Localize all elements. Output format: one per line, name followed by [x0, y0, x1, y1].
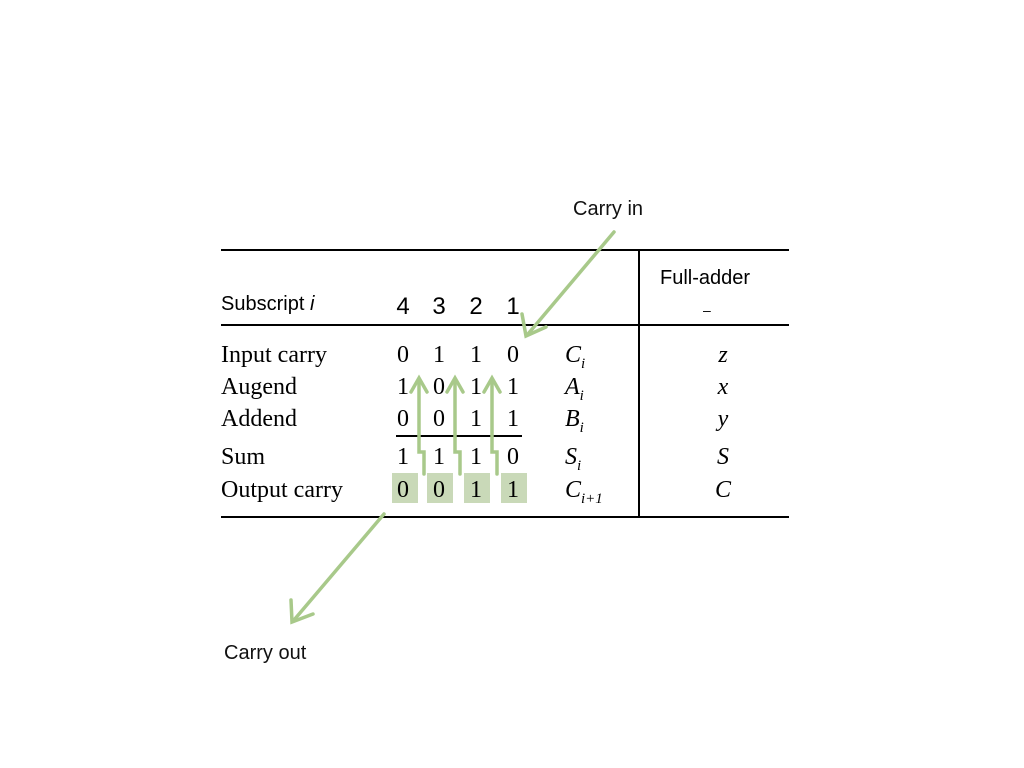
row-label-addend: Addend — [221, 406, 297, 432]
carry-out-arrow — [292, 512, 386, 622]
table-cell: 1 — [507, 406, 519, 432]
row-label-sum: Sum — [221, 444, 266, 470]
symbol-base: A — [565, 374, 580, 400]
table-cell: 0 — [507, 444, 519, 470]
subscript-variable: i — [309, 293, 315, 315]
table-cell: 1 — [507, 477, 519, 503]
symbol-base: C — [565, 342, 582, 368]
symbol-si: Si — [565, 444, 581, 475]
table-cell: 0 — [397, 477, 409, 503]
table-cell: 0 — [433, 374, 445, 400]
full-adder-var-z: z — [718, 342, 728, 368]
full-adder-var-s: S — [717, 444, 729, 470]
symbol-base: S — [565, 444, 577, 470]
table-cell: 0 — [507, 342, 519, 368]
full-adder-header: Full-adder — [660, 267, 751, 289]
symbol-subscript: i — [579, 419, 584, 436]
table-cell: 1 — [470, 374, 482, 400]
carry-in-arrow — [526, 230, 616, 336]
table-cell: 1 — [470, 406, 482, 432]
symbol-subscript: i — [577, 457, 582, 474]
table-cell: 1 — [470, 477, 482, 503]
column-header-1: 1 — [506, 293, 520, 320]
subscript-header: Subscript i — [221, 293, 314, 316]
full-adder-var-x: x — [717, 374, 729, 400]
symbol-subscript: i — [581, 355, 586, 372]
table-cell: 1 — [397, 374, 409, 400]
table-top-rule — [221, 249, 789, 251]
symbol-ai: Ai — [565, 374, 584, 405]
sum-underline — [396, 435, 522, 437]
table-cell: 0 — [397, 342, 409, 368]
row-label-augend: Augend — [221, 374, 297, 400]
table-bottom-rule — [221, 516, 789, 518]
column-divider — [638, 249, 640, 518]
highlight-box — [427, 473, 453, 503]
column-header-4: 4 — [396, 293, 410, 320]
symbol-subscript: i — [579, 387, 584, 404]
table-cell: 0 — [433, 477, 445, 503]
column-header-3: 3 — [432, 293, 446, 320]
carry-arrow-col4-to-col3 — [417, 378, 426, 476]
header-rule — [221, 324, 789, 326]
carry-in-label: Carry in — [573, 198, 644, 220]
table-cell: 1 — [397, 444, 409, 470]
symbol-ci-plus-1: Ci+1 — [565, 477, 603, 508]
full-adder-mark: – — [703, 302, 711, 318]
carry-out-arrowhead — [289, 598, 315, 625]
symbol-ci: Ci — [565, 342, 585, 373]
symbol-bi: Bi — [565, 406, 584, 437]
table-cell: 0 — [397, 406, 409, 432]
symbol-subscript: i+1 — [581, 490, 603, 507]
row-label-input-carry: Input carry — [221, 342, 327, 368]
highlight-box — [501, 473, 527, 503]
table-cell: 1 — [507, 374, 519, 400]
carry-arrow-col3-to-col4 — [453, 378, 462, 476]
table-cell: 1 — [470, 444, 482, 470]
table-cell: 1 — [433, 342, 445, 368]
column-header-2: 2 — [469, 293, 483, 320]
full-adder-var-y: y — [717, 406, 729, 432]
row-label-output-carry: Output carry — [221, 477, 343, 503]
subscript-label: Subscript — [221, 293, 305, 315]
highlight-box — [392, 473, 418, 503]
symbol-base: B — [565, 406, 580, 432]
highlight-box — [464, 473, 490, 503]
table-cell: 1 — [433, 444, 445, 470]
table-cell: 0 — [433, 406, 445, 432]
table-cell: 1 — [470, 342, 482, 368]
carry-out-label: Carry out — [224, 642, 307, 664]
full-adder-var-c: C — [714, 477, 731, 503]
carry-arrow-col2-to-col3 — [490, 378, 499, 476]
symbol-base: C — [565, 477, 582, 503]
